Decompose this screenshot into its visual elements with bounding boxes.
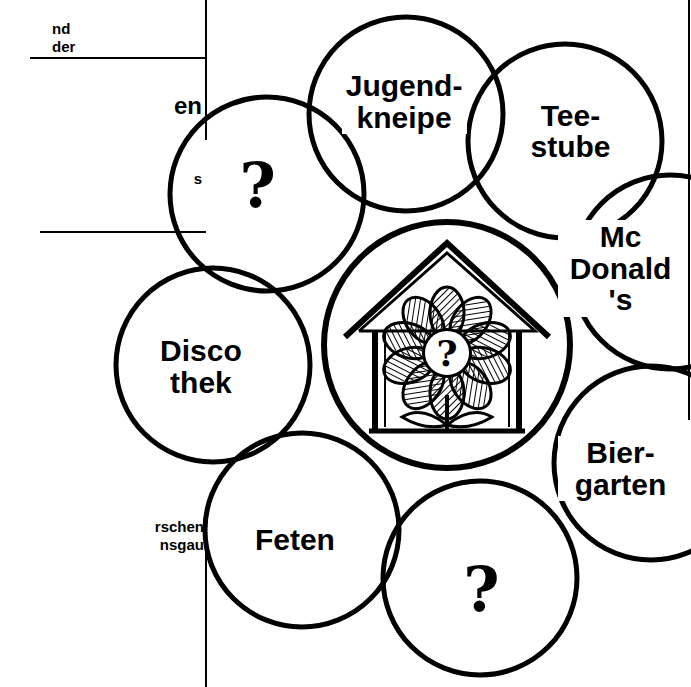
petal-label: Feten — [232, 523, 357, 557]
petal-label: Bier- garten — [558, 436, 683, 501]
text-fragment: nsgau — [160, 536, 204, 553]
center-circle: ? — [319, 217, 575, 473]
question-mark: ? — [228, 155, 288, 217]
petal-label: Disco thek — [138, 334, 263, 399]
text-fragment: en — [174, 92, 202, 120]
question-mark: ? — [451, 559, 511, 621]
text-fragment: rschen — [155, 518, 204, 535]
column-rule — [688, 0, 690, 420]
flower-petal: Disco thek — [113, 265, 313, 465]
question-mark: ? — [422, 328, 472, 378]
flower-petal: ? — [380, 478, 580, 678]
section-rule — [30, 57, 206, 59]
text-fragment: s — [194, 170, 202, 187]
column-rule — [205, 545, 207, 687]
petal-label: Tee- stube — [508, 99, 633, 164]
flower-petal: Bier- garten — [551, 363, 691, 563]
section-rule — [40, 231, 206, 233]
flower-petal: Tee- stube — [465, 41, 665, 241]
flower-petal: ? — [167, 94, 367, 294]
petal-label: Mc Donald 's — [558, 220, 683, 317]
petal-label: Jugend- kneipe — [342, 69, 467, 134]
text-fragment: der — [52, 38, 75, 55]
text-fragment: nd — [52, 20, 70, 37]
flower-petal: Mc Donald 's — [570, 172, 691, 372]
